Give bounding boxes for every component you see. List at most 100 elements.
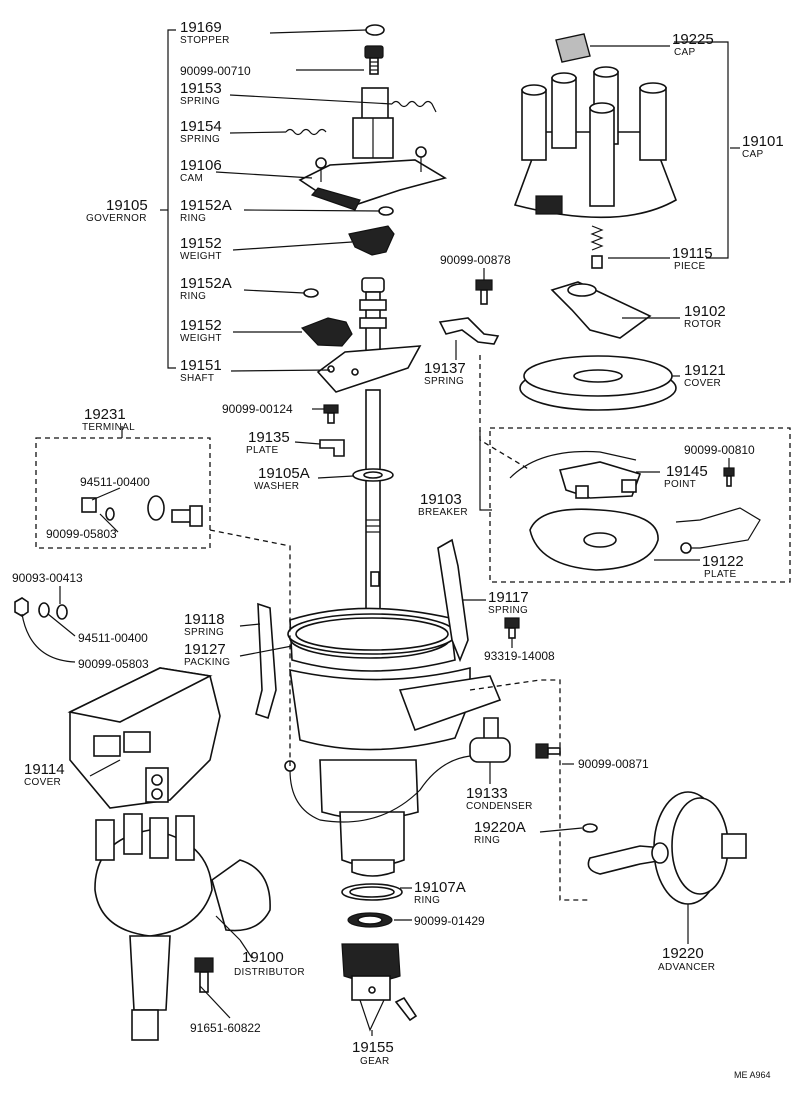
label-advancer: 19220 ADVANCER: [658, 945, 715, 973]
svg-text:GEAR: GEAR: [360, 1056, 390, 1067]
label-ring-upper: 19152A RING: [180, 197, 232, 224]
label-screw-00871: 90099-00871: [578, 757, 649, 771]
screw-00810-part: [723, 467, 735, 487]
svg-text:19152A: 19152A: [180, 275, 232, 292]
svg-text:PLATE: PLATE: [704, 569, 736, 580]
svg-text:SPRING: SPRING: [180, 134, 220, 145]
svg-text:TERMINAL: TERMINAL: [82, 422, 135, 433]
svg-text:19152: 19152: [180, 235, 222, 252]
svg-text:SHAFT: SHAFT: [180, 373, 214, 384]
label-distributor: 19100 DISTRIBUTOR: [234, 949, 305, 978]
label-spring-19153: 19153 SPRING: [180, 80, 222, 107]
svg-text:DISTRIBUTOR: DISTRIBUTOR: [234, 967, 305, 978]
svg-text:PIECE: PIECE: [674, 261, 706, 272]
piece-19115-part: [590, 225, 604, 269]
svg-text:SPRING: SPRING: [184, 627, 224, 638]
svg-text:CAP: CAP: [674, 47, 695, 58]
washer-01429-part: [347, 912, 393, 928]
svg-text:BREAKER: BREAKER: [418, 507, 468, 518]
label-cap-19101: 19101 CAP: [742, 133, 784, 160]
svg-text:WASHER: WASHER: [254, 481, 299, 492]
terminal-19231-part: [81, 495, 203, 527]
svg-text:19154: 19154: [180, 118, 222, 135]
svg-text:90099-01429: 90099-01429: [414, 914, 485, 928]
label-cover-19114: 19114 COVER: [24, 761, 65, 788]
label-bolt-00710: 90099-00710: [180, 64, 251, 78]
svg-text:19105A: 19105A: [258, 465, 310, 482]
svg-text:19133: 19133: [466, 785, 508, 802]
svg-text:19151: 19151: [180, 357, 222, 374]
svg-text:19152: 19152: [180, 317, 222, 334]
ring-upper-part: [378, 206, 394, 216]
label-washer-05803-a: 90099-05803: [46, 527, 117, 541]
label-ring-lower: 19152A RING: [180, 275, 232, 302]
spring-19117-part: [437, 538, 469, 663]
svg-text:90099-00710: 90099-00710: [180, 64, 251, 78]
bolt-60822-part: [194, 957, 214, 993]
gear-19155-part: [341, 943, 418, 1022]
ring-lower-part: [303, 288, 319, 298]
distributor-assembly-part: [67, 667, 271, 1041]
ring-19220a-part: [582, 823, 598, 833]
svg-text:COVER: COVER: [24, 777, 61, 788]
label-rotor: 19102 ROTOR: [684, 303, 726, 330]
label-governor: 19105 GOVERNOR: [86, 197, 148, 224]
label-screw-00124: 90099-00124: [222, 402, 293, 416]
screw-14008-part: [504, 617, 520, 639]
svg-text:90099-05803: 90099-05803: [78, 657, 149, 671]
rotor-19102-part: [550, 281, 652, 339]
cam-part: [298, 87, 448, 211]
svg-text:19153: 19153: [180, 80, 222, 97]
label-cam: 19106 CAM: [180, 157, 222, 184]
terminal-box: [35, 437, 211, 549]
label-washer: 19105A WASHER: [254, 465, 310, 492]
svg-text:STOPPER: STOPPER: [180, 35, 230, 46]
label-screw-14008: 93319-14008: [484, 649, 555, 663]
cap-19225-part: [555, 33, 591, 63]
svg-text:19118: 19118: [184, 611, 225, 628]
svg-text:POINT: POINT: [664, 479, 696, 490]
label-point: 19145 POINT: [664, 463, 708, 490]
label-plate-19135: 19135 PLATE: [246, 429, 290, 456]
svg-text:19225: 19225: [672, 31, 714, 48]
svg-text:19101: 19101: [742, 133, 784, 150]
svg-text:91651-60822: 91651-60822: [190, 1021, 261, 1035]
spring-19118-part: [255, 602, 277, 720]
svg-text:CONDENSER: CONDENSER: [466, 801, 533, 812]
governor-bracket: [160, 29, 176, 369]
label-ring-19220a: 19220A RING: [474, 819, 526, 846]
label-weight-upper: 19152 WEIGHT: [180, 235, 222, 262]
svg-text:19220A: 19220A: [474, 819, 526, 836]
label-screw-00810: 90099-00810: [684, 443, 755, 457]
label-washer-00413: 90093-00413: [12, 571, 83, 585]
spring-19154-part: [285, 128, 327, 136]
svg-text:SPRING: SPRING: [180, 96, 220, 107]
label-washer-05803-b: 90099-05803: [78, 657, 149, 671]
svg-text:19220: 19220: [662, 945, 704, 962]
label-spring-19154: 19154 SPRING: [180, 118, 222, 145]
loose-washers-part: [14, 597, 68, 620]
svg-text:WEIGHT: WEIGHT: [180, 333, 222, 344]
svg-text:19137: 19137: [424, 360, 466, 377]
label-terminal: 19231 TERMINAL: [82, 406, 135, 433]
label-plate-19122: 19122 PLATE: [702, 553, 744, 580]
svg-text:19107A: 19107A: [414, 879, 466, 896]
svg-text:ADVANCER: ADVANCER: [658, 962, 715, 973]
svg-text:90099-00878: 90099-00878: [440, 253, 511, 267]
bolt-00710-part: [364, 45, 384, 75]
condenser-19133-part: [284, 717, 511, 823]
svg-text:19152A: 19152A: [180, 197, 232, 214]
ring-19107a-part: [341, 883, 403, 901]
svg-text:CAP: CAP: [742, 149, 763, 160]
label-nut-94511-a: 94511-00400: [80, 475, 150, 489]
label-ring-19107a: 19107A RING: [414, 879, 466, 906]
screw-00124-part: [323, 404, 339, 424]
screw-00871-part: [535, 743, 561, 759]
svg-text:19231: 19231: [84, 406, 126, 423]
cap-19101-part: [513, 66, 677, 219]
svg-text:90099-05803: 90099-05803: [46, 527, 117, 541]
svg-text:SPRING: SPRING: [488, 605, 528, 616]
weight-lower-part: [300, 317, 353, 347]
svg-text:RING: RING: [474, 835, 500, 846]
